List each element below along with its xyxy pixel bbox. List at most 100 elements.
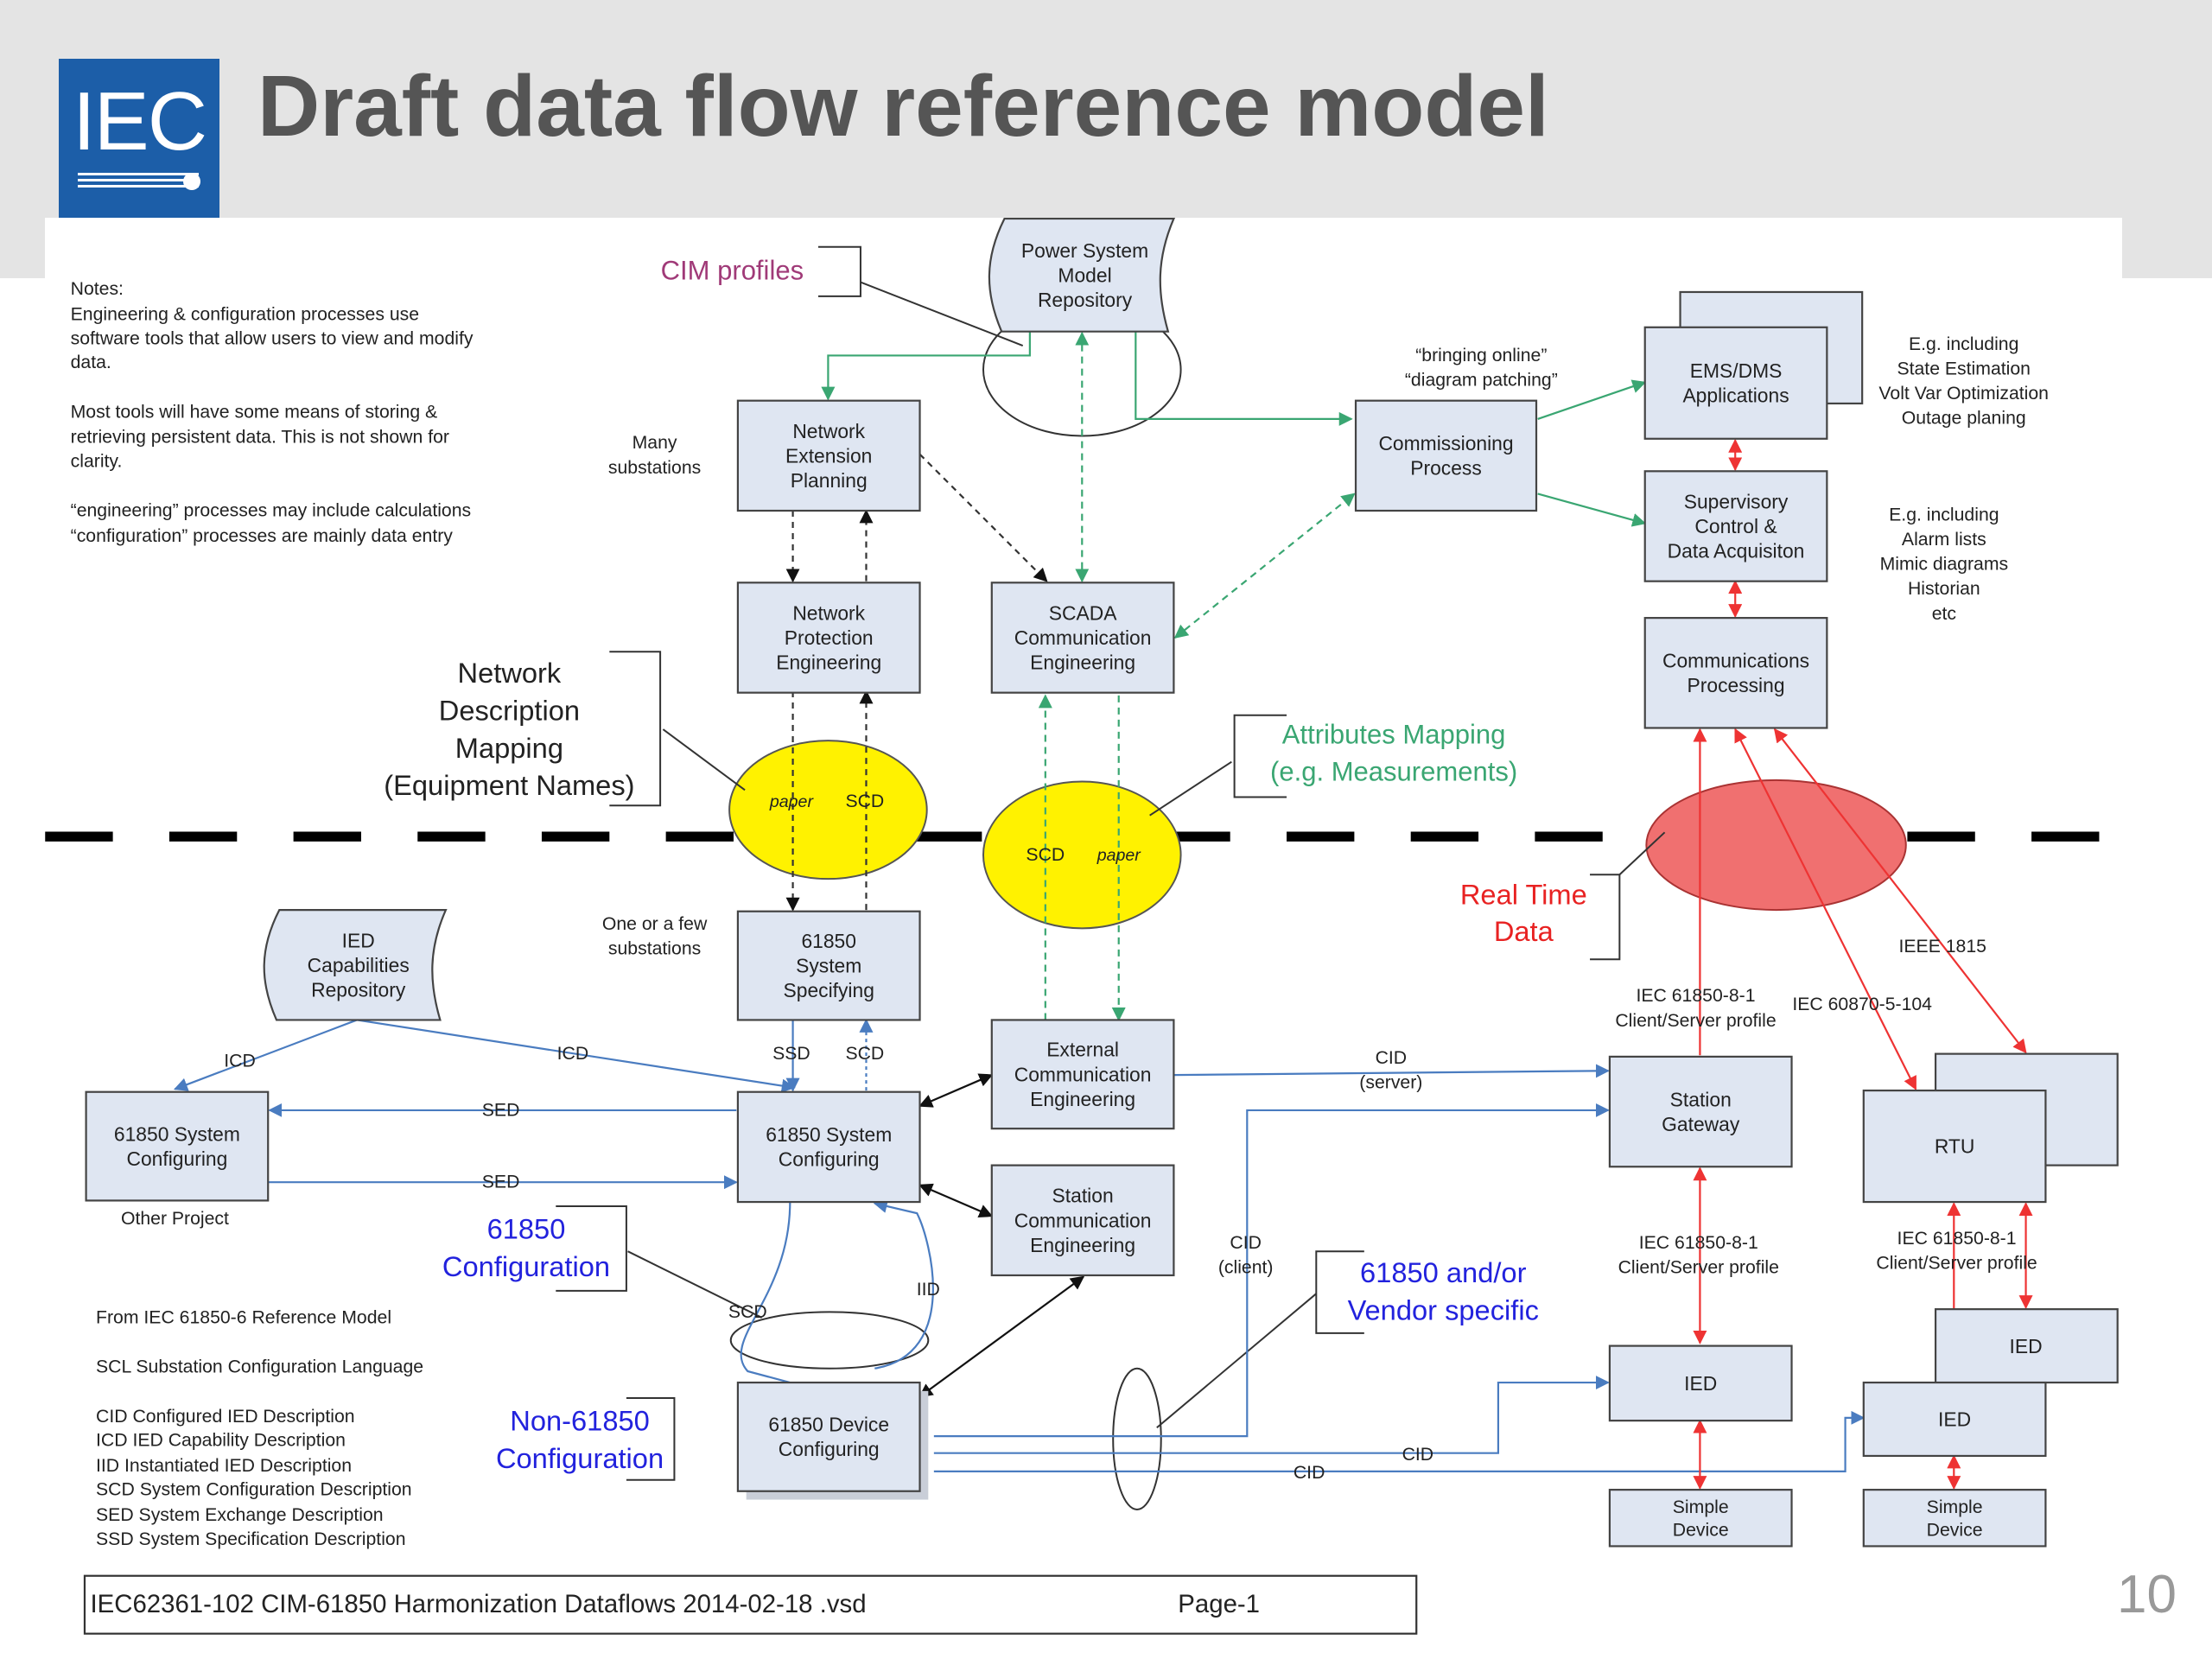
network-extension-planning-box-label: Planning [791, 469, 868, 492]
psm-commissioning-arrow [1135, 331, 1353, 426]
system-specifying-box-label: Specifying [784, 979, 874, 1001]
scd-store-label: SCD [728, 1302, 767, 1322]
ied-capabilities-repository [263, 908, 448, 1021]
simple-device-box-1-label: Simple [1673, 1497, 1729, 1517]
eg-ems-label: Outage planing [1902, 409, 2026, 429]
ndm-pointer [662, 728, 746, 791]
ndm-bracket [609, 651, 662, 807]
eg-scada-label: Mimic diagrams [1880, 555, 2009, 575]
cid-server-label: (server) [1359, 1073, 1422, 1093]
iec-logo: IEC [59, 59, 219, 218]
ieee1815-link [1773, 728, 2027, 1054]
61850-device-configuring-box [736, 1381, 921, 1492]
many-substations-label: substations [608, 458, 701, 478]
legend-notes: IID Instantiated IED Description [96, 1456, 352, 1476]
ied-box-3-label: IED [2010, 1335, 2043, 1357]
non-61850-configuration-label: Non-61850 [510, 1405, 650, 1437]
notes-text: “engineering” processes may include calc… [71, 501, 472, 521]
power-system-model-repository-label: Repository [1038, 289, 1133, 311]
station-gateway-box [1608, 1055, 1793, 1168]
logo-lines [78, 173, 199, 194]
cid-client-label: CID [1230, 1233, 1262, 1253]
one-or-few-label: One or a few [602, 914, 708, 934]
attr-pointer [1149, 760, 1232, 817]
commissioning-process-box [1354, 399, 1538, 512]
network-protection-engineering-box-label: Network [792, 601, 865, 624]
ied-box-2-label: IED [1938, 1408, 1971, 1430]
cid-client-label: (client) [1218, 1258, 1274, 1278]
commissioning-process-box-label: Process [1410, 457, 1482, 480]
ndm-scd-label: SCD [845, 791, 884, 811]
cid-client-arrow [933, 1103, 1610, 1438]
ieee1815-label: IEEE 1815 [1899, 937, 1986, 957]
simple-device-box-2-label: Device [1927, 1520, 1983, 1540]
eg-scada-label: E.g. including [1889, 505, 1999, 524]
network-description-mapping-label: Description [439, 694, 580, 726]
network-extension-planning-box-label: Extension [785, 444, 872, 467]
power-system-model-repository [988, 217, 1176, 333]
network-description-mapping-label: Network [458, 657, 562, 689]
nep-scada-dash [918, 453, 1048, 582]
station-communication-engineering-box-label: Communication [1014, 1209, 1152, 1231]
icd-right-label: ICD [557, 1044, 589, 1064]
notes-text: Engineering & configuration processes us… [71, 305, 419, 325]
vendor-specific-label: Vendor specific [1348, 1294, 1539, 1325]
simple-device-box-1-label: Device [1673, 1520, 1729, 1540]
network-extension-planning-box-label: Network [792, 420, 865, 442]
ems-dms-applications-box-label: Applications [1682, 385, 1789, 407]
footer-box [83, 1574, 1418, 1635]
61850-system-configuring-box-label: Configuring [779, 1148, 880, 1171]
scd-left-curve [740, 1202, 791, 1384]
icd-to-syscfg-arrow [356, 1019, 796, 1093]
ndm-ellipse [728, 740, 928, 880]
page-title: Draft data flow reference model [257, 58, 1549, 155]
commissioning-ems-arrow [1537, 379, 1647, 420]
icd-left-label: ICD [224, 1051, 256, 1071]
communications-processing-box-label: Communications [1662, 650, 1809, 672]
cid-server-label: CID [1376, 1048, 1408, 1068]
other-project-system-configuring-box-label: Configuring [126, 1147, 227, 1170]
iec-8-1-ied-label: IEC 61850-8-1 [1639, 1233, 1758, 1253]
external-communication-engineering-box-label: External [1046, 1039, 1119, 1061]
eg-ems-label: E.g. including [1909, 334, 2018, 354]
power-system-model-repository-label: Power System [1021, 239, 1148, 262]
syscfg-stationce-link [918, 1183, 994, 1218]
ems-dms-applications-box-label: EMS/DMS [1690, 359, 1783, 382]
station-communication-engineering-box-label: Engineering [1030, 1234, 1135, 1256]
bringing-online-label: “bringing online” [1415, 346, 1547, 365]
attributes-ellipse [982, 780, 1182, 930]
cfg61850-bracket [556, 1205, 627, 1292]
cfg61850-pointer [627, 1250, 763, 1319]
realtime-bracket [1590, 874, 1621, 961]
sed-upper-label: SED [482, 1100, 520, 1120]
scada-commissioning-link [1173, 493, 1356, 639]
supervisory-control-box-label: Data Acquisiton [1668, 540, 1805, 563]
legend-notes: SED System Exchange Description [96, 1505, 384, 1525]
legend-notes: SCL Substation Configuration Language [96, 1357, 423, 1377]
communications-processing-box [1643, 617, 1828, 729]
iec-8-1-gateway-label: IEC 61850-8-1 [1636, 986, 1755, 1006]
station-gateway-box-label: Station [1670, 1088, 1732, 1110]
ssd-label: SSD [772, 1044, 810, 1064]
communications-processing-box-label: Processing [1688, 674, 1785, 696]
other-project-label: Other Project [121, 1209, 229, 1229]
eg-scada-label: etc [1932, 604, 1957, 624]
slide-number: 10 [2117, 1565, 2177, 1624]
scd-label: SCD [845, 1044, 884, 1064]
supervisory-control-box-label: Control & [1694, 515, 1777, 537]
system-specifying-box-label: System [796, 955, 861, 977]
61850-device-configuring-box-label: Configuring [779, 1438, 880, 1460]
ied-capabilities-repository-label: Capabilities [308, 954, 410, 976]
vendor-bracket [1315, 1250, 1364, 1334]
attr-paper-label: paper [1096, 846, 1142, 865]
cim-profiles-label: CIM profiles [661, 255, 804, 285]
iec-8-1-ied-label: Client/Server profile [1618, 1258, 1779, 1278]
syscfg-extce-link [918, 1073, 994, 1108]
legend-notes: CID Configured IED Description [96, 1407, 355, 1427]
attributes-mapping-label: Attributes Mapping [1282, 719, 1506, 749]
ied-box-1 [1608, 1344, 1793, 1422]
eg-ems-label: Volt Var Optimization [1878, 384, 2049, 404]
iec-8-1-rtu-label: Client/Server profile [1876, 1254, 2037, 1274]
